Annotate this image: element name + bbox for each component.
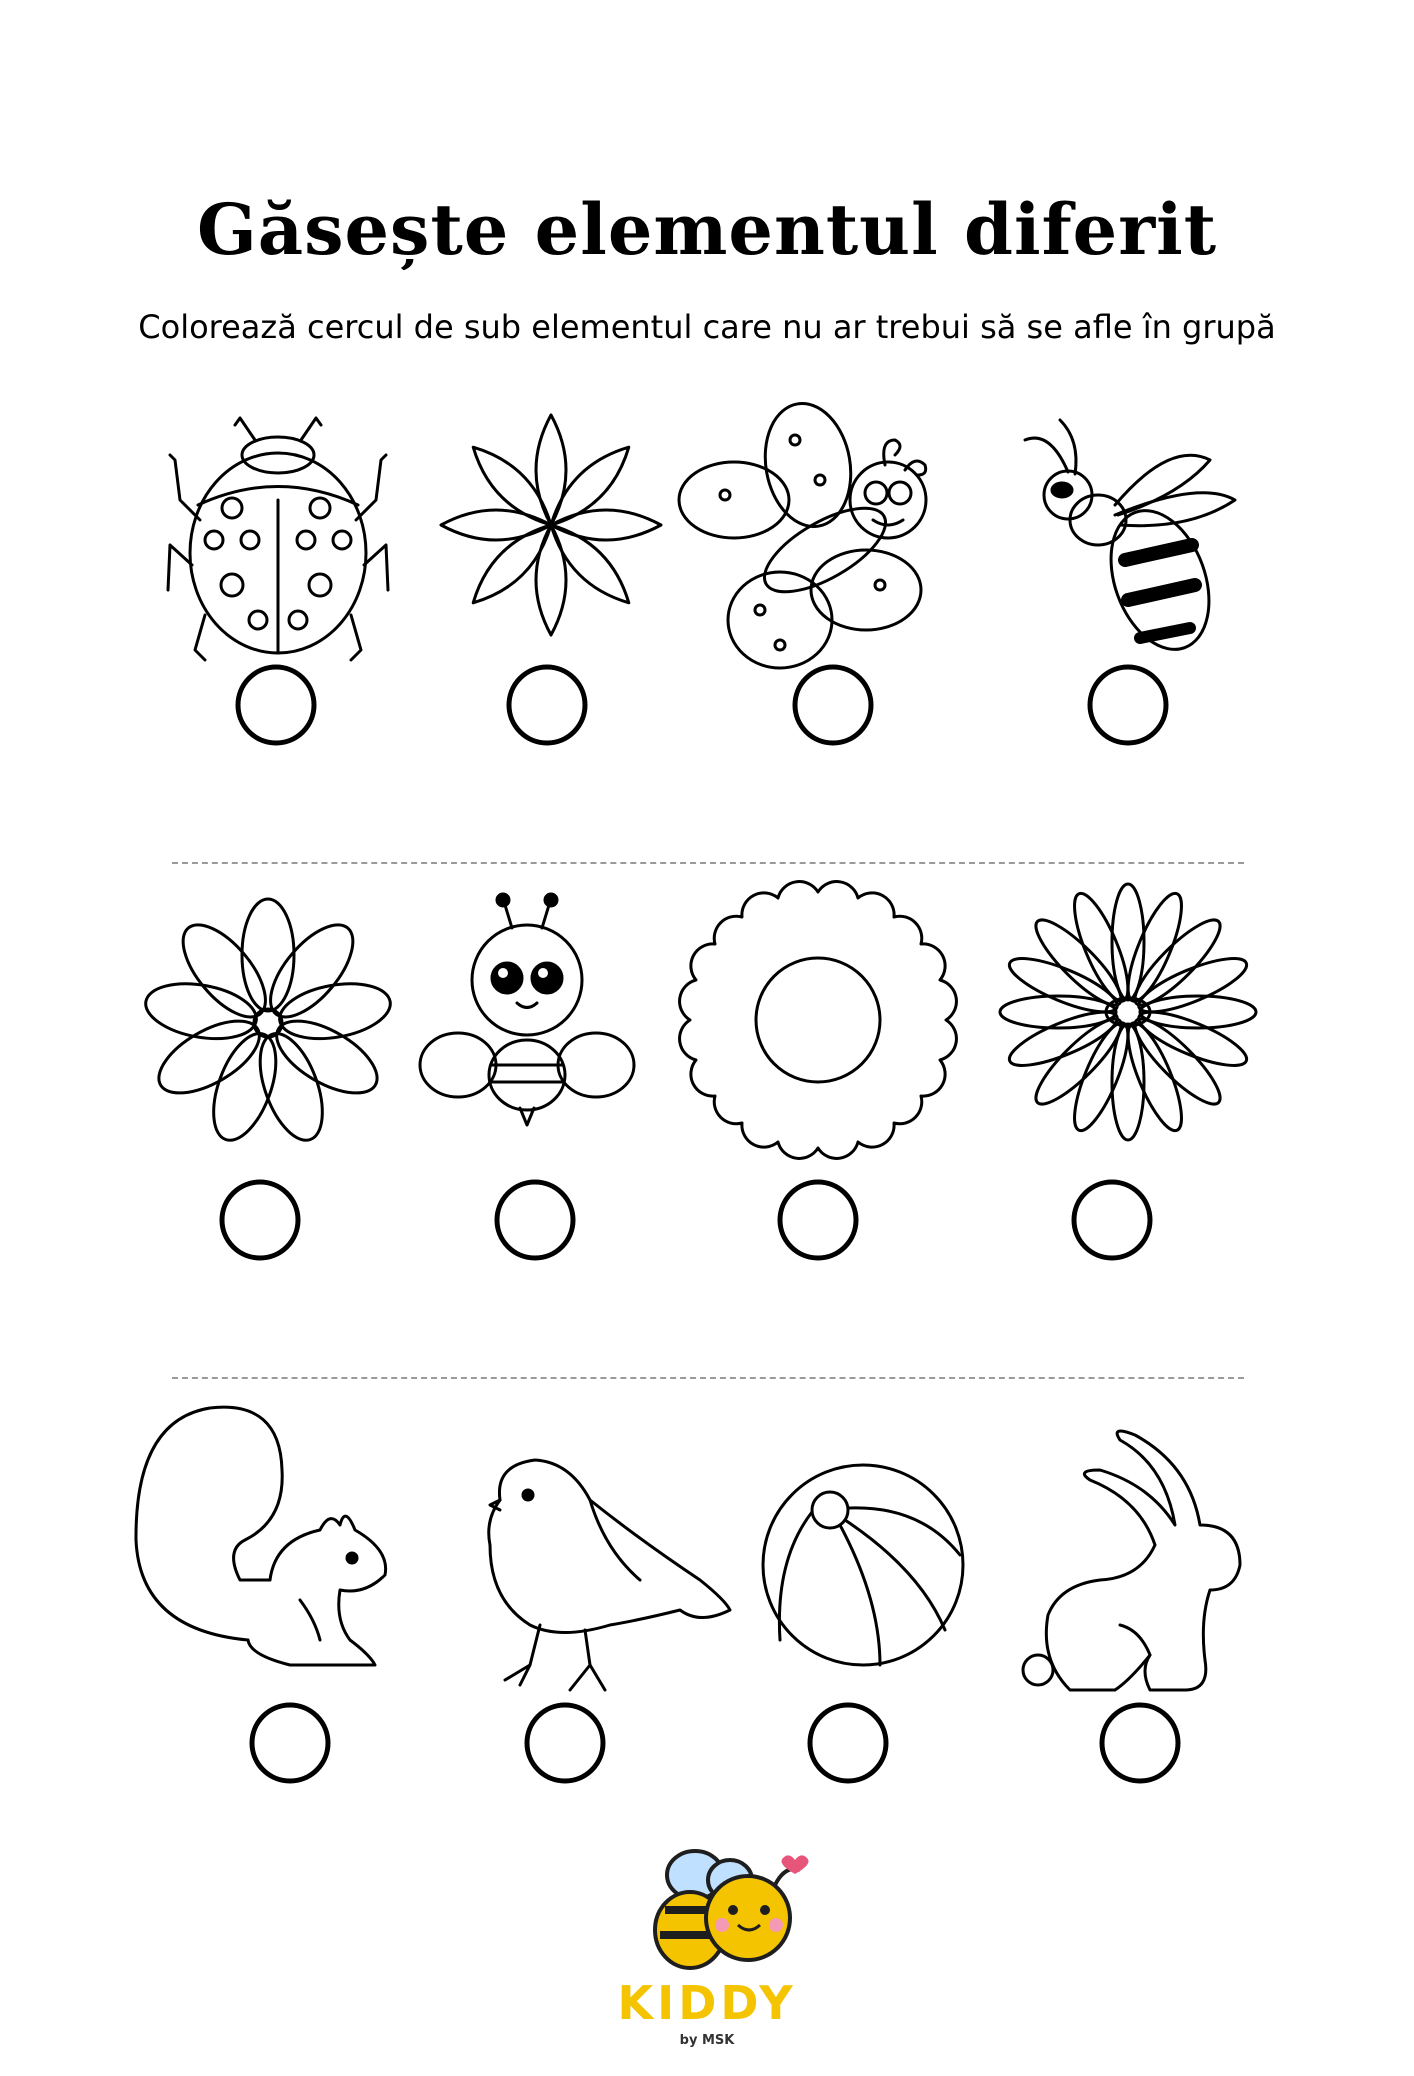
- answer-circle[interactable]: [1087, 664, 1169, 746]
- rabbit-icon: [1021, 1429, 1242, 1692]
- brand-logo-subtext: by MSK: [679, 2033, 735, 2048]
- answer-circle[interactable]: [506, 664, 588, 746]
- answer-circle[interactable]: [494, 1179, 576, 1261]
- cute-bee-icon: [418, 892, 636, 1127]
- squirrel-icon: [134, 1405, 388, 1667]
- bird-icon: [487, 1458, 732, 1692]
- brand-logo-text: KIDDY: [617, 1976, 797, 2030]
- kiddy-bee-logo-icon: [653, 1849, 809, 1970]
- answer-circle[interactable]: [524, 1702, 606, 1784]
- gerbera-icon: [998, 882, 1258, 1142]
- answer-circle[interactable]: [219, 1179, 301, 1261]
- wasp-icon: [1023, 418, 1237, 651]
- answer-circle[interactable]: [249, 1702, 331, 1784]
- answer-circle[interactable]: [792, 664, 874, 746]
- flower-mandala-icon: [439, 413, 663, 637]
- scalloped-flower-icon: [678, 880, 958, 1160]
- answer-circle[interactable]: [1099, 1702, 1181, 1784]
- butterfly-icon: [677, 402, 928, 670]
- worksheet-instruction: Colorează cercul de sub elementul care n…: [138, 308, 1276, 346]
- row-divider-2: [172, 1377, 1244, 1379]
- beach-ball-icon: [761, 1463, 965, 1667]
- worksheet-title: Găsește elementul diferit: [196, 188, 1218, 271]
- row-divider-1: [172, 862, 1244, 864]
- answer-circle[interactable]: [807, 1702, 889, 1784]
- answer-circle[interactable]: [777, 1179, 859, 1261]
- answer-circle[interactable]: [1071, 1179, 1153, 1261]
- answer-circle[interactable]: [235, 664, 317, 746]
- daisy-icon: [144, 897, 392, 1142]
- ladybug-icon: [166, 416, 390, 662]
